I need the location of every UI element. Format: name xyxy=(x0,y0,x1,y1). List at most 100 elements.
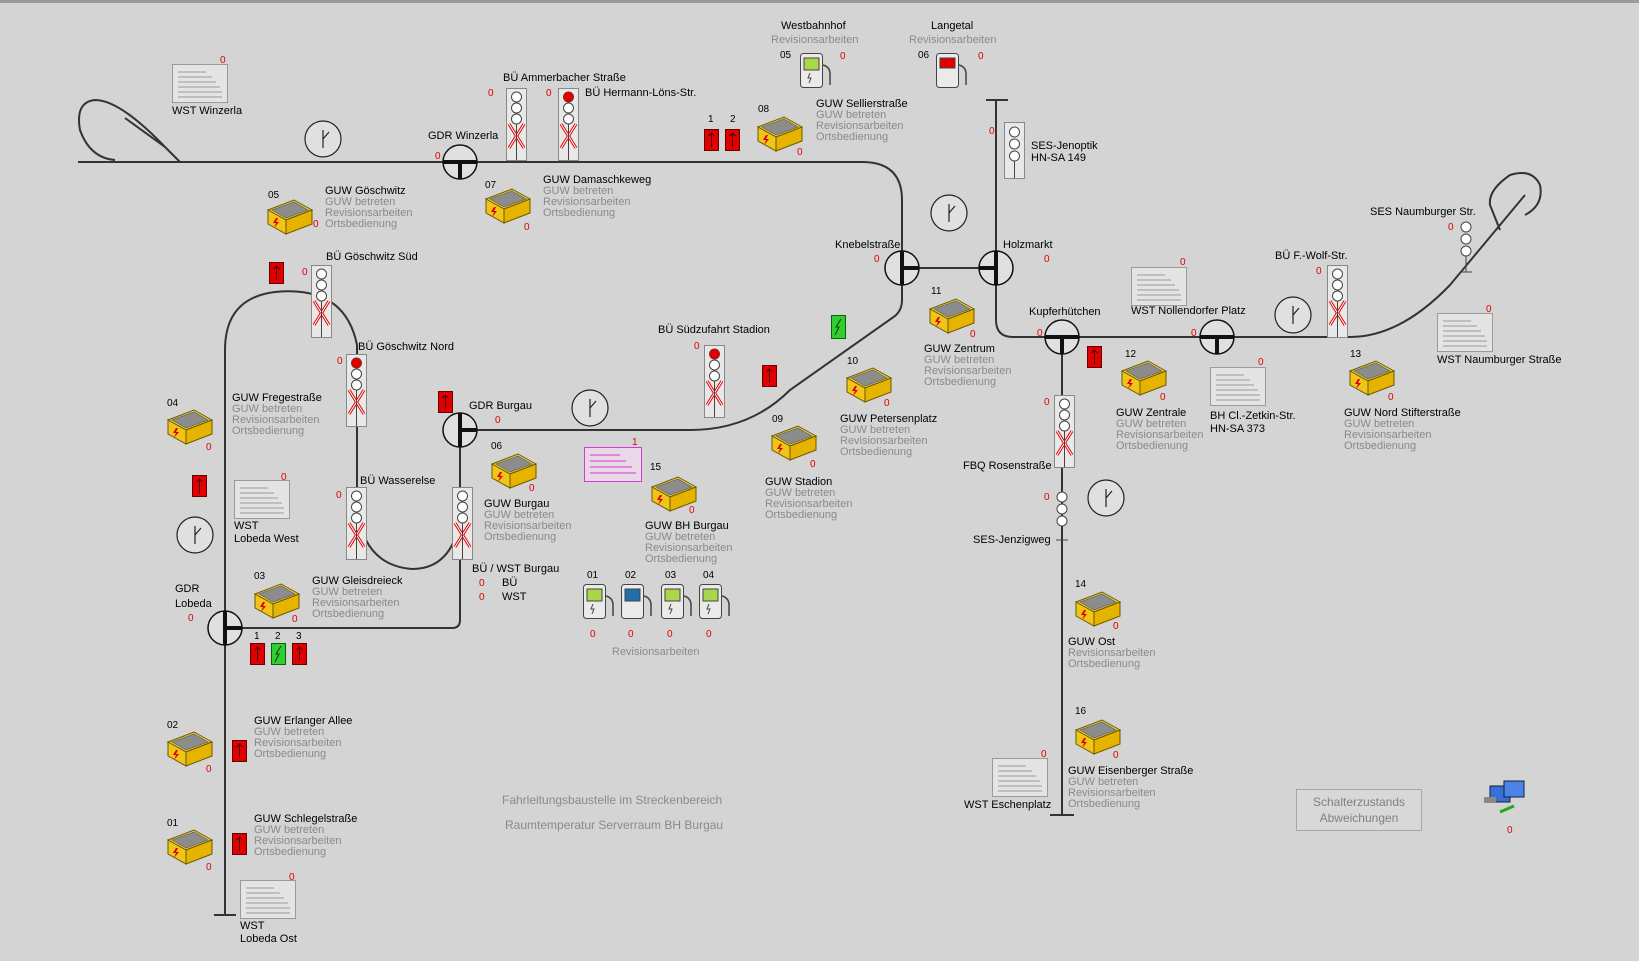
ses-jenoptik-value: 0 xyxy=(989,126,995,137)
gdr-nollendorf[interactable] xyxy=(1198,318,1236,356)
gdr-knebel[interactable] xyxy=(883,249,921,287)
switch-icon-6[interactable] xyxy=(1087,479,1125,517)
serverraum-link[interactable]: Raumtemperatur Serverraum BH Burgau xyxy=(505,818,724,832)
cabinet-num: 1 xyxy=(708,114,714,125)
switch-icon-2[interactable] xyxy=(930,194,968,232)
guw-09-icon[interactable] xyxy=(771,425,817,461)
cabinet-lobeda-3[interactable] xyxy=(292,643,307,665)
wst-winzerla-icon[interactable] xyxy=(172,64,228,103)
pump-west-icon[interactable] xyxy=(799,52,831,89)
cabinet-fregestr[interactable] xyxy=(192,475,207,497)
guw-03-icon[interactable] xyxy=(254,583,300,619)
pump-02-icon[interactable] xyxy=(621,584,652,619)
ses-jenzigweg-icon[interactable] xyxy=(1056,491,1068,541)
bue-ammerbacher-value: 0 xyxy=(488,88,494,99)
guw-16-icon[interactable] xyxy=(1075,719,1121,755)
cabinet-lobeda-1[interactable] xyxy=(250,643,265,665)
wst-winzerla-value: 0 xyxy=(220,55,226,66)
gdr-winzerla[interactable] xyxy=(441,143,479,181)
guw-08-icon[interactable] xyxy=(757,116,803,152)
cabinet-goeschwitz[interactable] xyxy=(269,262,284,284)
cabinet-lobeda-2[interactable] xyxy=(271,643,286,665)
bue-ammerbacher-icon[interactable] xyxy=(505,87,528,162)
fbq-rosen-icon[interactable] xyxy=(1053,394,1076,469)
guw-num: 01 xyxy=(167,818,179,829)
baustelle-link[interactable]: Fahrleitungsbaustelle im Streckenbereich xyxy=(502,793,723,807)
bue-suedzufahrt-value: 0 xyxy=(694,341,700,352)
ses-jenoptik-icon[interactable] xyxy=(1004,122,1025,179)
pumps-caption: Revisionsarbeiten xyxy=(612,646,700,658)
switch-icon-4[interactable] xyxy=(176,516,214,554)
wst-naumburger-icon[interactable] xyxy=(1437,313,1493,352)
guw-02-icon[interactable] xyxy=(167,731,213,767)
switch-icon-5[interactable] xyxy=(1274,296,1312,334)
baustelle-icon[interactable] xyxy=(584,447,642,482)
guw-num: 13 xyxy=(1350,349,1362,360)
wst-lobeda-ost-icon[interactable] xyxy=(240,880,296,919)
button-line-2: Abweichungen xyxy=(1319,811,1399,825)
bue-wasserelse-icon[interactable] xyxy=(345,486,368,561)
bue-fwolf-icon[interactable] xyxy=(1326,264,1349,339)
switch-icon-3[interactable] xyxy=(571,389,609,427)
pump-04-icon[interactable] xyxy=(698,583,730,620)
wst-zetkin-icon[interactable] xyxy=(1210,367,1266,406)
cabinet-knebel-green[interactable] xyxy=(831,315,846,339)
guw-11-icon[interactable] xyxy=(929,298,975,334)
westbahnhof-sub: Revisionsarbeiten xyxy=(771,34,859,46)
bue-burgau-icon[interactable] xyxy=(451,486,474,561)
bue-goeschwitz-sued-icon[interactable] xyxy=(310,264,333,339)
pump-03-icon[interactable] xyxy=(660,583,692,620)
schalterzustand-button[interactable]: Schalterzustands Abweichungen xyxy=(1296,789,1422,831)
guw-13-value: 0 xyxy=(1388,392,1394,403)
cabinet-erlanger[interactable] xyxy=(232,740,247,762)
gdr-kupfer[interactable] xyxy=(1043,318,1081,356)
wst-eschenplatz-icon[interactable] xyxy=(992,758,1048,797)
fbq-rosen-label: FBQ Rosenstraße xyxy=(963,460,1052,472)
bue-burgau-b-label: BÜ xyxy=(502,577,518,589)
pump-lange-icon[interactable] xyxy=(936,53,967,88)
cabinet-schlegel[interactable] xyxy=(232,833,247,855)
guw-num: 05 xyxy=(268,190,280,201)
cabinet-winzerla-2[interactable] xyxy=(725,129,740,151)
cabinet-winzerla-1[interactable] xyxy=(704,129,719,151)
guw-05-icon[interactable] xyxy=(267,199,313,235)
network-status-icon[interactable] xyxy=(1484,780,1525,814)
cabinet-burgau[interactable] xyxy=(438,391,453,413)
gdr-holzmarkt[interactable] xyxy=(977,249,1015,287)
pump-01-icon[interactable] xyxy=(582,583,614,620)
guw-10-icon[interactable] xyxy=(846,367,892,403)
guw-num: 15 xyxy=(650,462,662,473)
guw-04-icon[interactable] xyxy=(167,409,213,445)
guw-01-value: 0 xyxy=(206,862,212,873)
pump-01-value: 0 xyxy=(590,629,596,640)
wst-lobeda-west-icon[interactable] xyxy=(234,480,290,519)
gdr-burgau[interactable] xyxy=(441,411,479,449)
cabinet-stadion[interactable] xyxy=(762,365,777,387)
wst-nollendorf-icon[interactable] xyxy=(1131,267,1187,306)
guw-07-icon[interactable] xyxy=(485,188,531,224)
guw-01-icon[interactable] xyxy=(167,829,213,865)
guw-13-icon[interactable] xyxy=(1349,360,1395,396)
guw-12-icon[interactable] xyxy=(1121,360,1167,396)
ses-jenoptik-label-1: SES-Jenoptik xyxy=(1031,140,1098,152)
gdr-lobeda[interactable] xyxy=(206,609,244,647)
switch-icon-1[interactable] xyxy=(304,120,342,158)
ses-naumburger-icon[interactable] xyxy=(1460,221,1472,273)
cabinet-kupfer[interactable] xyxy=(1087,346,1102,368)
